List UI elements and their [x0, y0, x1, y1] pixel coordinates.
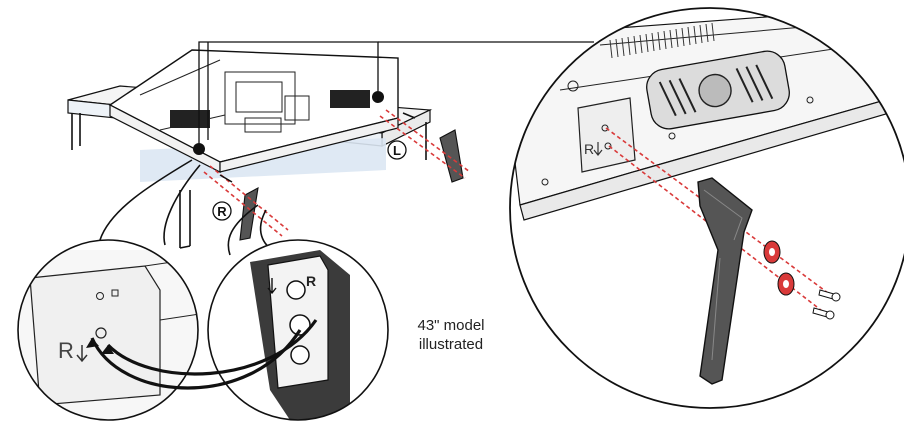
model-caption: 43" model illustrated: [396, 316, 506, 354]
caption-line-2: illustrated: [418, 336, 484, 353]
callout-lines: [198, 41, 594, 143]
port-label-middle: R: [306, 273, 316, 289]
curved-arrow-icon: [86, 319, 318, 390]
stand-left-icon: L: [379, 109, 471, 183]
detail-circle-left: R: [17, 239, 199, 421]
washer-icon: [763, 240, 795, 296]
stand-left-badge: [387, 140, 407, 160]
port-label-right: R: [584, 141, 594, 157]
stand-right-icon: R: [203, 165, 289, 241]
detail-circle-middle: R: [207, 239, 389, 421]
caption-line-1: 43" model: [417, 317, 485, 334]
port-label-left: R: [58, 338, 74, 363]
zoom-circle-right: R: [509, 7, 904, 409]
screw-icon: [812, 289, 841, 320]
tv-back-panel-icon: [108, 49, 399, 173]
stand-right-label: R: [217, 204, 227, 219]
stand-left-label: L: [393, 143, 401, 158]
stand-right-badge: [212, 201, 232, 221]
